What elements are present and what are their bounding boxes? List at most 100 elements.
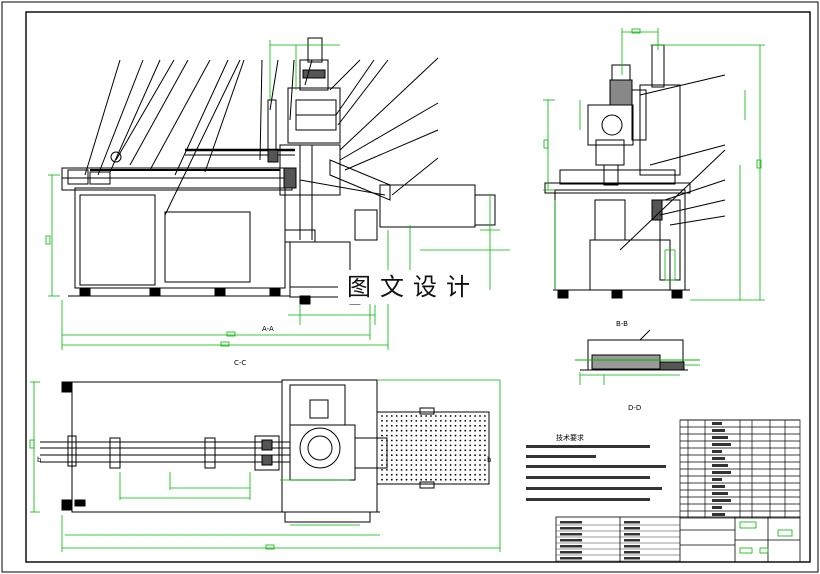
plate-hole: [449, 454, 452, 457]
plate-hole: [479, 464, 481, 466]
parts-list-entry: [712, 429, 725, 432]
plate-hole: [479, 444, 481, 447]
plate-hole: [425, 469, 427, 471]
plate-hole: [444, 429, 447, 432]
plate-hole: [415, 454, 418, 457]
plate-hole: [454, 439, 457, 442]
title-block-entry: [560, 545, 582, 548]
plate-hole: [454, 473, 457, 476]
plate-hole: [425, 429, 427, 432]
plate-hole: [410, 473, 413, 476]
plate-hole: [454, 420, 457, 422]
plate-hole: [430, 464, 432, 466]
plate-hole: [464, 415, 467, 417]
plate-hole: [454, 444, 457, 447]
plate-hole: [405, 434, 408, 437]
plate-hole: [444, 434, 447, 437]
plate-hole: [415, 473, 418, 476]
plate-hole: [454, 429, 457, 432]
title-block-entry: [624, 521, 640, 524]
plate-hole: [420, 449, 423, 452]
inner-border: [25, 11, 811, 563]
plate-hole: [415, 429, 418, 432]
plate-hole: [430, 434, 432, 437]
plate-hole: [425, 415, 427, 417]
title-block-entry: [624, 533, 640, 536]
plate-hole: [381, 459, 383, 461]
plate-hole: [415, 444, 418, 447]
plate-hole: [410, 459, 413, 461]
plate-hole: [405, 415, 408, 417]
title-block-entry: [624, 557, 640, 560]
plate-hole: [420, 429, 423, 432]
plate-hole: [400, 429, 403, 432]
plate-hole: [464, 449, 467, 452]
plate-hole: [386, 415, 388, 417]
plate-hole: [425, 464, 427, 466]
plate-hole: [405, 424, 408, 427]
plate-hole: [430, 454, 432, 457]
plate-hole: [469, 415, 472, 417]
plate-hole: [464, 434, 467, 437]
plate-hole: [435, 420, 437, 422]
plate-hole: [439, 459, 442, 461]
plate-hole: [449, 473, 452, 476]
plate-hole: [415, 478, 418, 481]
plate-hole: [439, 469, 442, 471]
plate-hole: [444, 469, 447, 471]
plate-hole: [474, 429, 476, 432]
plate-hole: [415, 434, 418, 437]
plate-hole: [469, 459, 472, 461]
plate-hole: [459, 469, 462, 471]
plate-hole: [420, 464, 423, 466]
plate-hole: [484, 454, 486, 457]
plate-hole: [469, 454, 472, 457]
section-mark-right: b: [487, 456, 492, 464]
plate-hole: [425, 449, 427, 452]
plate-hole: [464, 478, 467, 481]
plate-hole: [464, 424, 467, 427]
plate-hole: [420, 454, 423, 457]
plate-hole: [395, 424, 398, 427]
plate-hole: [474, 449, 476, 452]
plate-hole: [484, 420, 486, 422]
plate-hole: [400, 415, 403, 417]
parts-list-entry: [712, 513, 725, 516]
plate-hole: [415, 449, 418, 452]
plate-hole: [484, 429, 486, 432]
plate-hole: [474, 434, 476, 437]
plate-hole: [439, 478, 442, 481]
plate-hole: [439, 420, 442, 422]
plate-hole: [425, 454, 427, 457]
plate-hole: [479, 478, 481, 481]
plate-hole: [395, 454, 398, 457]
plate-hole: [459, 449, 462, 452]
plate-hole: [464, 420, 467, 422]
title-block-entry: [560, 557, 582, 560]
plate-hole: [435, 469, 437, 471]
plate-hole: [469, 434, 472, 437]
plate-hole: [464, 459, 467, 461]
plate-hole: [484, 444, 486, 447]
plate-hole: [444, 424, 447, 427]
plate-hole: [410, 469, 413, 471]
plate-hole: [449, 464, 452, 466]
plate-hole: [390, 424, 393, 427]
plate-hole: [484, 478, 486, 481]
parts-list-entry: [712, 464, 728, 467]
plate-hole: [425, 478, 427, 481]
plate-hole: [439, 439, 442, 442]
plate-hole: [464, 464, 467, 466]
plate-hole: [395, 464, 398, 466]
title-block-entry: [560, 521, 582, 524]
watermark-text: 图文设计: [338, 270, 488, 304]
plate-hole: [474, 464, 476, 466]
plate-hole: [386, 444, 388, 447]
plate-hole: [386, 464, 388, 466]
plate-hole: [449, 429, 452, 432]
parts-list-entry: [712, 485, 725, 488]
plate-hole: [410, 454, 413, 457]
plate-hole: [400, 473, 403, 476]
plate-hole: [405, 478, 408, 481]
plate-hole: [454, 454, 457, 457]
